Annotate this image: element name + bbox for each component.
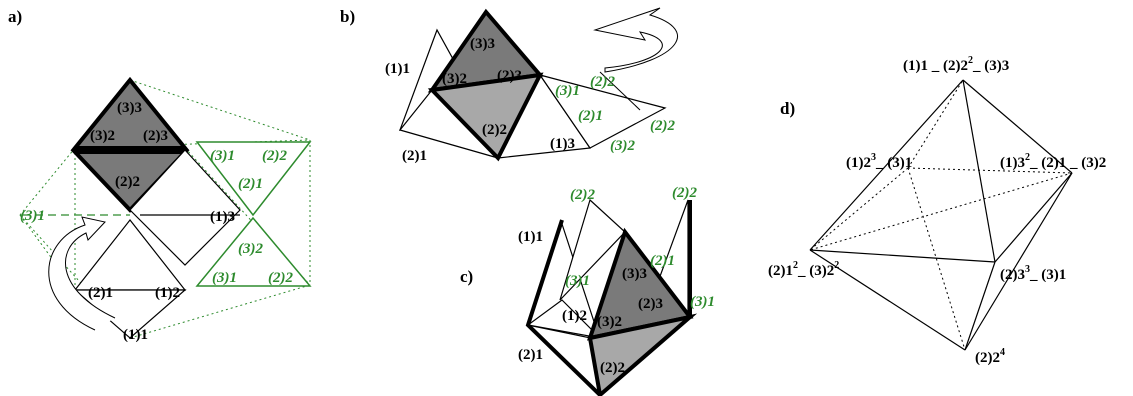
label-c-g22: (2)2 (570, 187, 595, 203)
b-light-face (427, 72, 544, 162)
vertex-right-front-label: (2)33_ (3)1 (1000, 264, 1066, 283)
label-c-33: (3)3 (622, 266, 647, 282)
label-a-32: (3)2 (90, 128, 115, 144)
vertex-right-back-label: (1)32_ (2)1 _ (3)2 (1000, 152, 1106, 171)
panel-b-label: b) (340, 7, 355, 26)
label-c-21: (2)1 (518, 347, 543, 363)
label-c-12: (1)2 (562, 308, 587, 324)
panel-c-label: c) (460, 267, 473, 286)
label-b-g21: (2)1 (578, 108, 603, 124)
label-b-13: (1)3 (550, 136, 575, 152)
label-a-g31-left: (3)1 (20, 208, 45, 224)
green-lower-triangle (195, 216, 312, 287)
curved-arrow-b (593, 7, 678, 73)
c-upper-mid (559, 198, 626, 301)
octahedron-hidden-edges (809, 79, 1073, 351)
label-a-21: (2)1 (88, 285, 113, 301)
label-c-g22b: (2)2 (672, 185, 697, 201)
vertex-left-back-label: (1)23_ (3)1 (846, 152, 912, 171)
label-c-g21: (2)1 (650, 253, 675, 269)
curved-arrow-a (48, 216, 116, 331)
label-c-g31b: (3)1 (690, 294, 715, 310)
panel-c: c) (1)1 (1)2 (3)3 (2)3 (3)2 (2)1 (2)2 (2… (460, 185, 715, 396)
panel-d-label: d) (780, 99, 795, 118)
panel-a: a) (3)3 (3)2 (2)3 (8, 7, 312, 343)
b-right-edge (599, 71, 641, 111)
b-right-flap (538, 74, 667, 149)
label-a-g31b: (3)1 (212, 270, 237, 286)
label-b-23: (2)3 (497, 68, 522, 84)
label-a-12: (1)2 (155, 285, 180, 301)
dark-top-triangle (70, 76, 190, 150)
label-a-g21: (2)1 (238, 176, 263, 192)
label-b-21: (2)1 (402, 148, 427, 164)
vertex-bottom-label: (2)24 (975, 347, 1005, 366)
label-c-11: (1)1 (518, 229, 543, 245)
octahedron-visible-edges (809, 79, 1073, 351)
label-a-g22b: (2)2 (268, 270, 293, 286)
label-c-22: (2)2 (600, 360, 625, 376)
label-c-g31: (3)1 (565, 273, 590, 289)
label-b-11: (1)1 (385, 61, 410, 77)
label-b-g31: (3)1 (555, 83, 580, 99)
label-b-g22b: (2)2 (650, 118, 675, 134)
vertex-left-label: (2)12_ (3)22 (768, 260, 839, 279)
label-a-33: (3)3 (117, 100, 142, 116)
label-b-33: (3)3 (470, 36, 495, 52)
c-outer-edge-left (525, 219, 602, 396)
c-light-face (587, 313, 698, 396)
vertex-top-label: (1)1 _ (2)22_ (3)3 (903, 55, 1009, 74)
white-diamond-right (129, 149, 241, 266)
label-a-22: (2)2 (115, 174, 140, 190)
label-b-32: (3)2 (442, 71, 467, 87)
panel-a-label: a) (8, 7, 22, 26)
panel-b: b) (1)1 (3)3 (3)2 (2)3 (2)2 (2)1 (1)3 (3… (340, 7, 678, 164)
green-upper-triangle (195, 141, 312, 217)
label-a-g32: (3)2 (238, 241, 263, 257)
label-a-g31: (3)1 (210, 148, 235, 164)
label-a-13: (1)3 (210, 209, 235, 225)
label-b-22: (2)2 (482, 122, 507, 138)
c-fold (526, 299, 602, 339)
label-c-23: (2)3 (638, 296, 663, 312)
label-b-g32: (3)2 (610, 138, 635, 154)
label-b-g22: (2)2 (590, 74, 615, 90)
label-a-11: (1)1 (123, 327, 148, 343)
panel-d: d) (1)1 _ (2)22_ (3)3 (1)23_ (3)1 (768, 55, 1106, 366)
label-a-23: (2)3 (143, 128, 168, 144)
label-c-32: (3)2 (597, 314, 622, 330)
label-a-g22: (2)2 (262, 148, 287, 164)
